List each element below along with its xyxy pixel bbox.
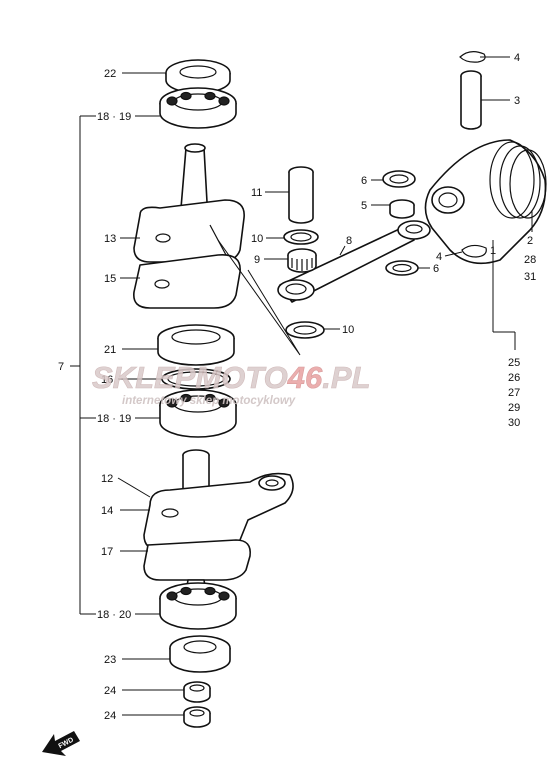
callout-27: 27 <box>508 387 520 399</box>
part-18-19-bearing-middle <box>159 389 237 438</box>
callout-8: 8 <box>346 235 352 247</box>
callout-28: 28 <box>524 254 536 266</box>
callout-31: 31 <box>524 271 536 283</box>
callout-15: 15 <box>104 273 116 285</box>
watermark-brand-moto: MOTO <box>195 360 287 395</box>
part-24-bushing-lower <box>183 706 211 728</box>
callout-29: 29 <box>508 402 520 414</box>
part-6-washer-mid <box>385 260 419 276</box>
callout-17: 17 <box>101 546 113 558</box>
part-18-19-bearing-top <box>159 87 237 129</box>
part-14-lower-crank-web-upper <box>143 472 294 551</box>
callout-18-20: 18 · 20 <box>97 609 131 621</box>
callout-11: 11 <box>251 187 262 199</box>
callout-18-19-top: 18 · 19 <box>97 111 131 123</box>
fwd-arrow-icon: FWD <box>42 731 80 756</box>
callout-30: 30 <box>508 417 520 429</box>
callout-26: 26 <box>508 372 520 384</box>
watermark-brand-46: 46 <box>287 360 323 395</box>
part-13-upper-crank-web <box>133 143 245 263</box>
watermark-tagline: internetowy sklep motocyklowy <box>122 395 296 407</box>
callout-14: 14 <box>101 505 113 517</box>
part-11-crank-pin <box>288 166 314 224</box>
callout-1: 1 <box>490 245 496 257</box>
part-9-needle-bearing-big-end <box>287 248 317 273</box>
callout-labels: 22 18 · 19 11 13 10 9 15 21 16 18 · 19 7… <box>58 52 536 722</box>
callout-2: 2 <box>527 235 533 247</box>
callout-12: 12 <box>101 473 113 485</box>
watermark: SKLEPMOTO46.PL internetowy sklep motocyk… <box>92 360 371 407</box>
callout-4-mid: 4 <box>436 251 442 263</box>
part-1-piston <box>424 139 547 265</box>
part-4-circlip-mid <box>461 244 487 258</box>
part-4-circlip-top <box>459 51 486 63</box>
part-6-washer-top <box>382 170 416 188</box>
assembly-guide-line <box>217 239 301 356</box>
callout-5: 5 <box>361 200 367 212</box>
callout-25: 25 <box>508 357 520 369</box>
part-23-oil-seal-bottom <box>169 635 231 673</box>
leader-lines-right <box>264 56 533 350</box>
part-18-20-bearing-bottom <box>159 582 237 630</box>
callout-24-b: 24 <box>104 710 116 722</box>
callout-18-19-mid: 18 · 19 <box>97 413 131 425</box>
part-24-bushing-upper <box>183 681 211 703</box>
part-3-piston-pin <box>460 70 482 130</box>
callout-3: 3 <box>514 95 520 107</box>
callout-16: 16 <box>101 374 113 386</box>
part-21-labyrinth-seal <box>157 324 235 366</box>
callout-4-top: 4 <box>514 52 520 64</box>
callout-21: 21 <box>104 344 116 356</box>
leader-lines-left <box>70 72 184 716</box>
svg-text:SKLEPMOTO46.PL: SKLEPMOTO46.PL <box>92 360 371 395</box>
part-5-needle-bearing-small-end <box>389 199 415 219</box>
part-8-connecting-rod <box>277 220 431 303</box>
watermark-brand-pl: .PL <box>322 360 370 395</box>
callout-24-a: 24 <box>104 685 116 697</box>
part-10-washer-lower <box>285 321 325 339</box>
watermark-brand-sklep: SKLEP <box>92 360 196 395</box>
callout-9: 9 <box>254 254 260 266</box>
callout-7: 7 <box>58 361 64 373</box>
callout-10-top: 10 <box>251 233 263 245</box>
part-10-washer-upper <box>283 229 319 245</box>
callout-22: 22 <box>104 68 116 80</box>
callout-6-top: 6 <box>361 175 367 187</box>
callout-10-bottom: 10 <box>342 324 354 336</box>
part-15-lower-crank-web <box>133 254 241 309</box>
callout-23: 23 <box>104 654 116 666</box>
callout-13: 13 <box>104 233 116 245</box>
callout-6-mid: 6 <box>433 263 439 275</box>
